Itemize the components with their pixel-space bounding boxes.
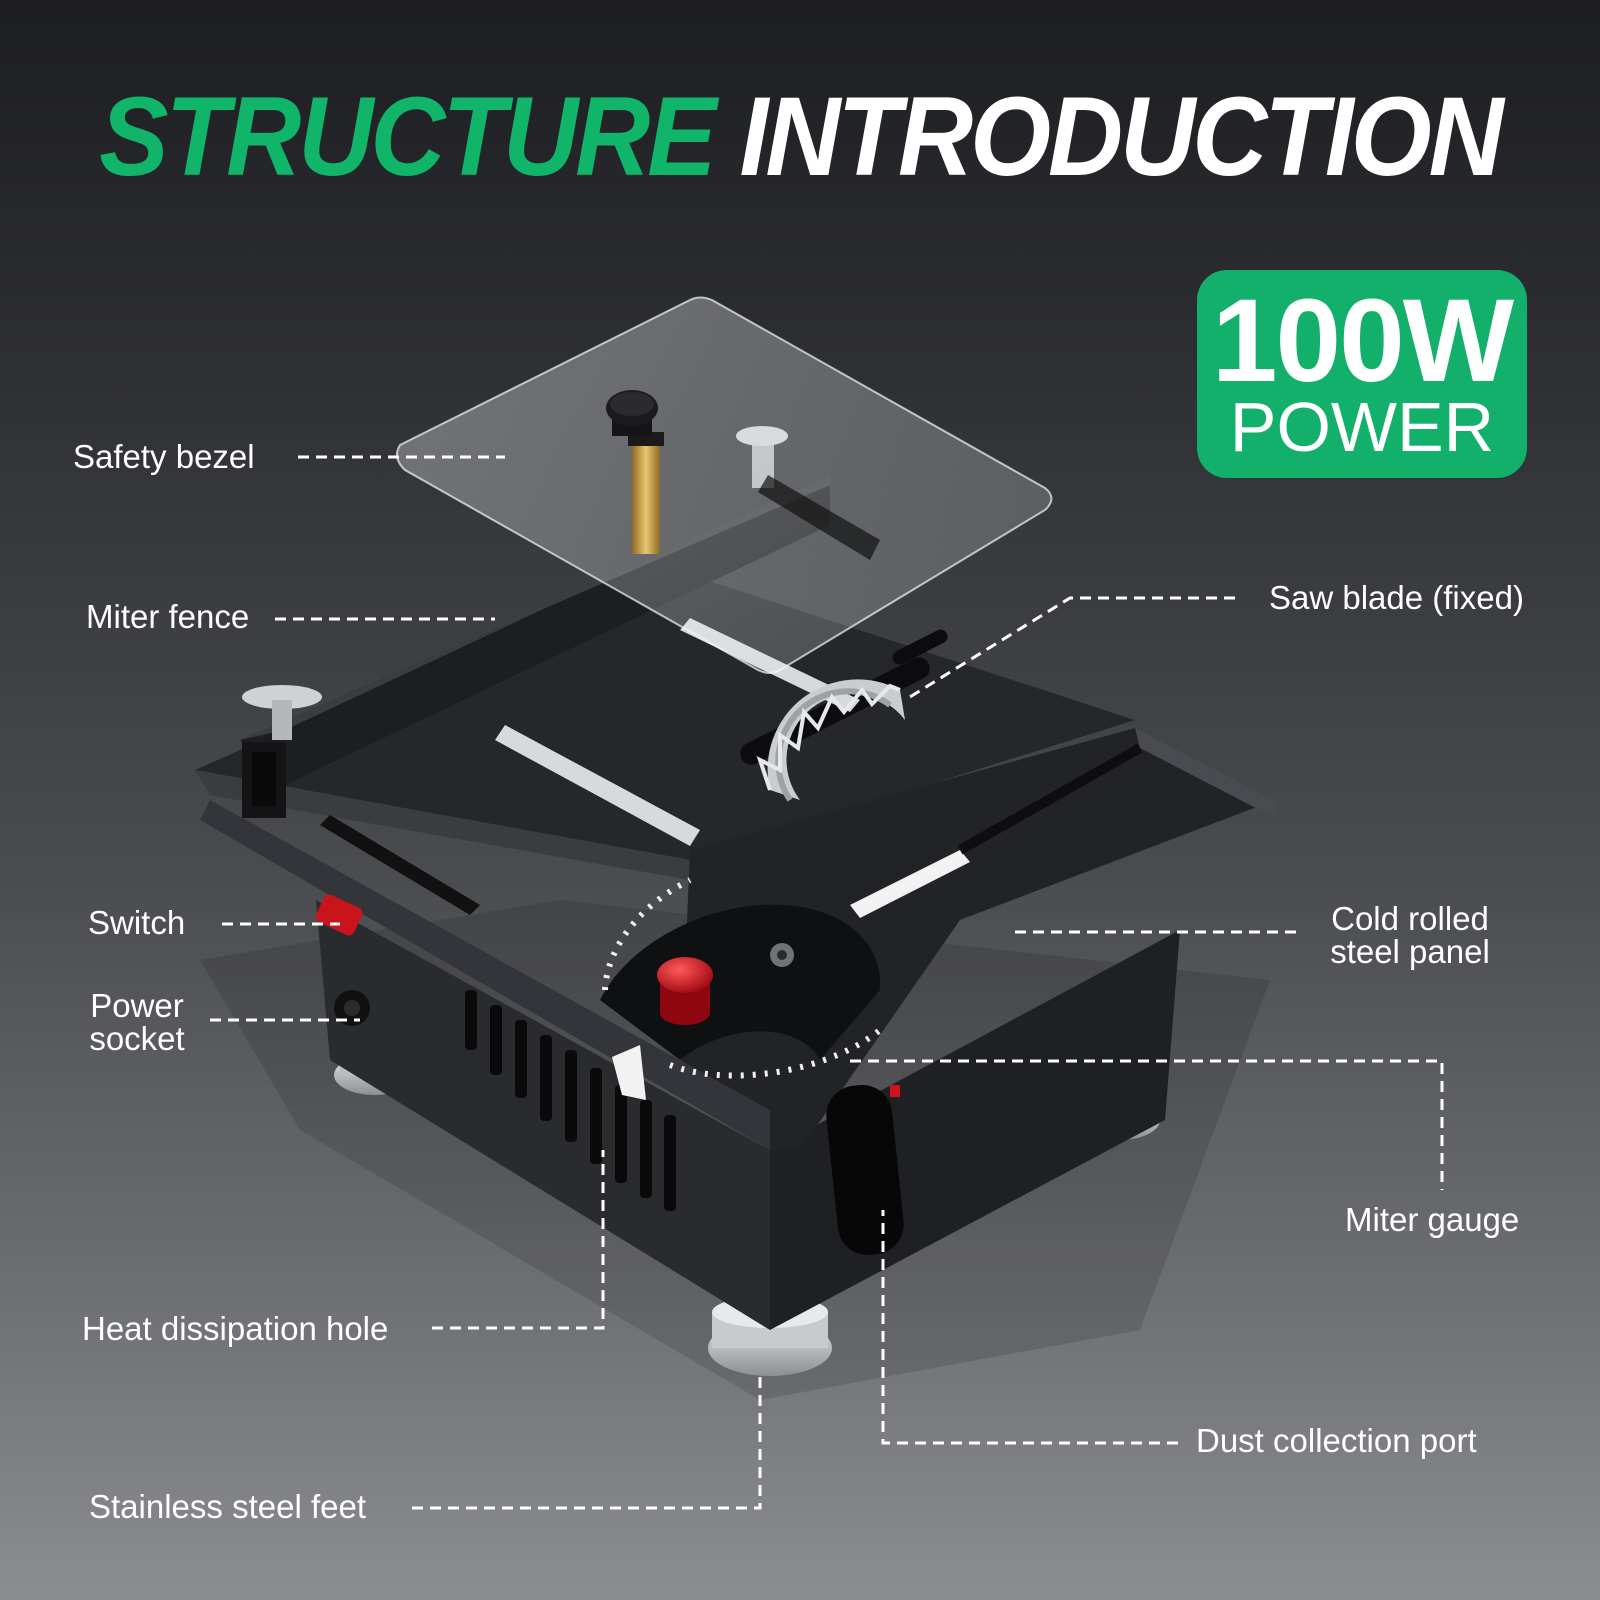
table-ruler: [495, 725, 700, 846]
label-heat-hole: Heat dissipation hole: [82, 1310, 389, 1347]
label-feet: Stainless steel feet: [89, 1488, 366, 1525]
label-power-socket-line2: socket: [89, 1020, 185, 1057]
label-cold-rolled-line2: steel panel: [1330, 933, 1490, 970]
power-unit: POWER: [1229, 388, 1495, 466]
leader-feet: [412, 1370, 762, 1510]
label-cold-rolled: Cold rolled steel panel: [1320, 902, 1500, 968]
label-safety-bezel: Safety bezel: [73, 438, 255, 475]
page-title: STRUCTURE INTRODUCTION: [0, 73, 1600, 202]
table-top: [195, 565, 1135, 860]
label-saw-blade: Saw blade (fixed): [1269, 579, 1524, 616]
title-part2: INTRODUCTION: [739, 74, 1503, 200]
leader-saw-blade: [904, 596, 1235, 702]
label-miter-gauge: Miter gauge: [1345, 1201, 1520, 1238]
leader-dust-port: [881, 1210, 1178, 1445]
label-switch: Switch: [88, 904, 186, 941]
rail-stripe: [850, 850, 970, 918]
miter-lock-knob: [657, 957, 713, 1025]
safety-bezel: [395, 296, 1053, 674]
label-power-socket-line1: Power: [90, 987, 184, 1024]
heat-dissipation-holes: [465, 990, 676, 1211]
label-dust-port: Dust collection port: [1196, 1422, 1477, 1459]
label-cold-rolled-line1: Cold rolled: [1331, 900, 1489, 937]
label-power-socket: Power socket: [82, 989, 192, 1055]
label-miter-fence: Miter fence: [86, 598, 250, 635]
power-switch: [315, 894, 363, 936]
power-badge: 100W POWER: [1197, 270, 1527, 478]
leader-lines: [210, 455, 1444, 1510]
power-value: 100W: [1211, 275, 1514, 407]
leader-heat-hole: [432, 1150, 605, 1330]
corner-clip: [612, 1045, 646, 1100]
title-part1: STRUCTURE: [99, 74, 716, 200]
saw-blade: [756, 679, 905, 802]
